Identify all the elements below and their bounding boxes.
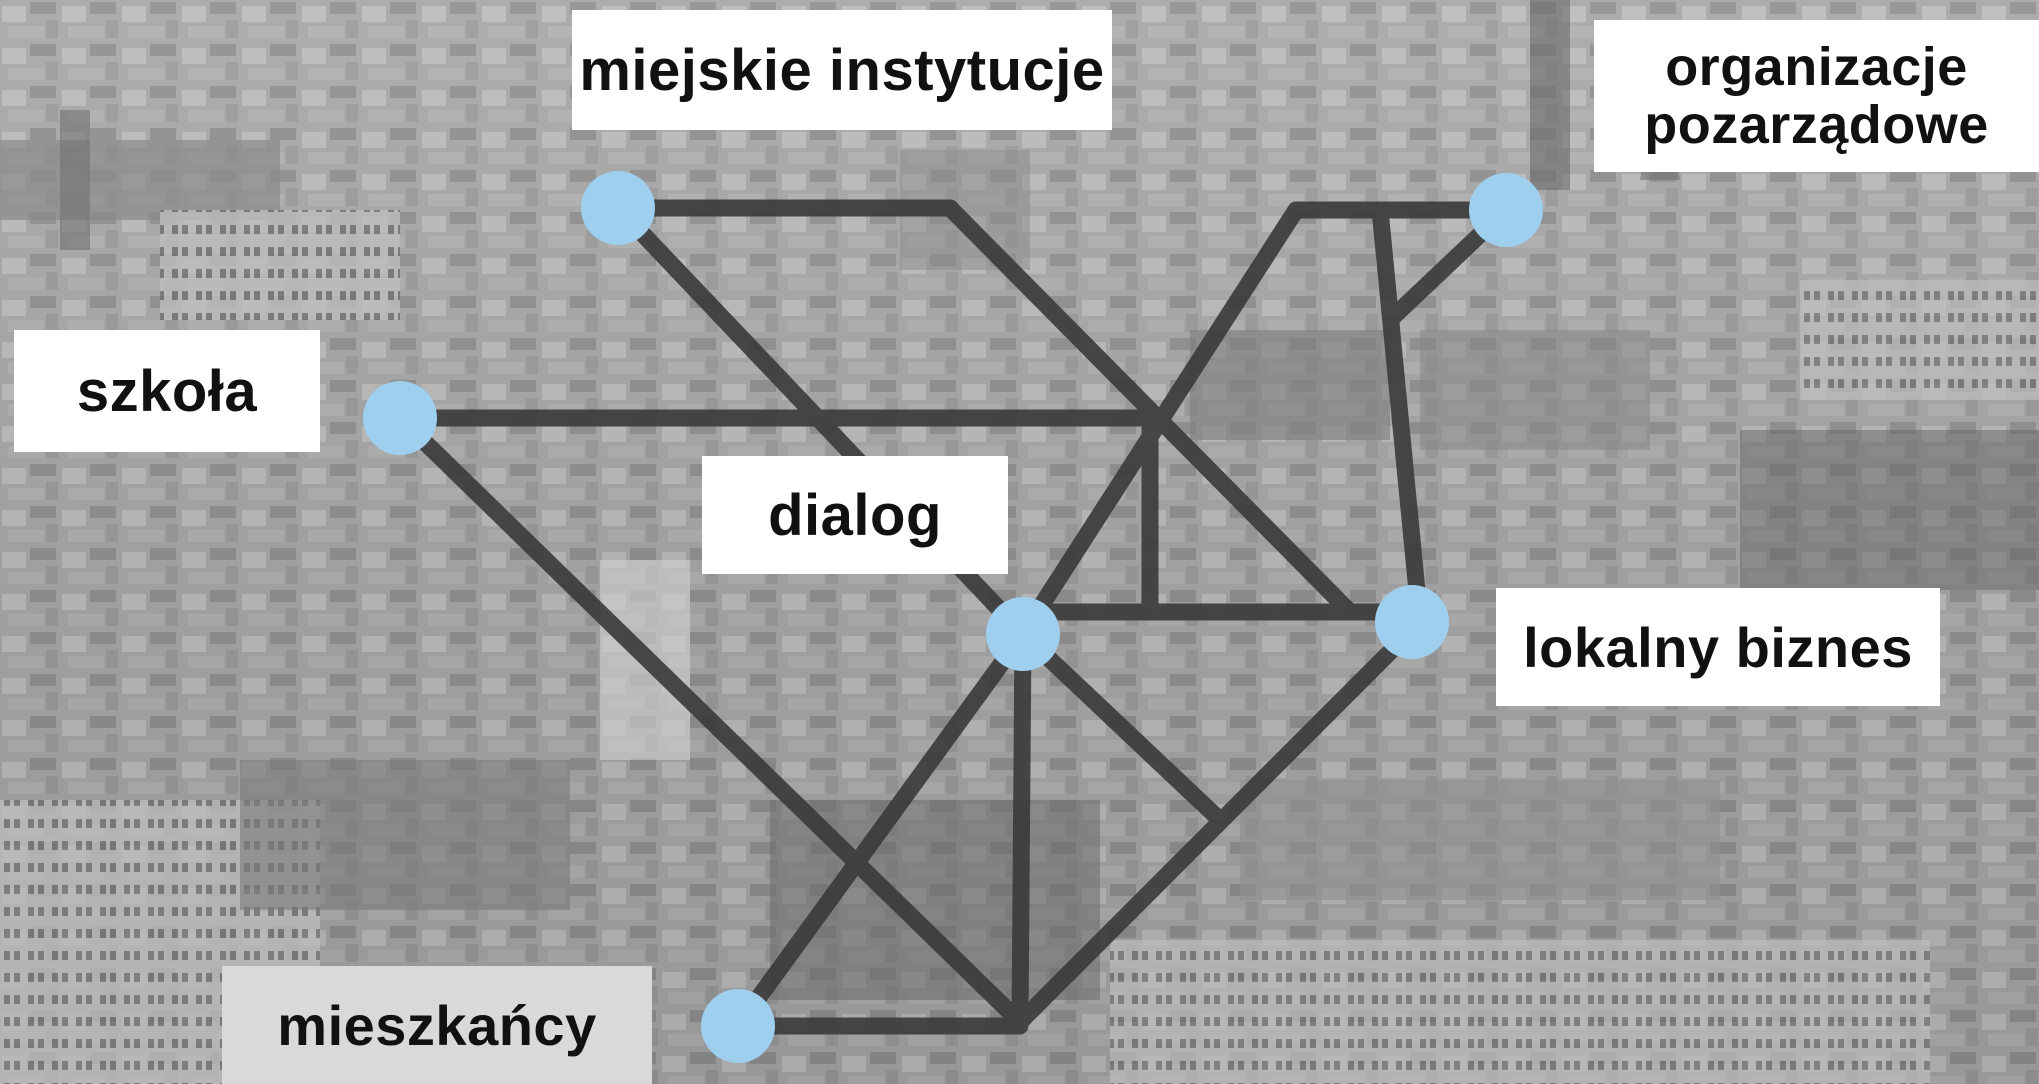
label-szkola: szkoła [14,330,320,452]
node-mieszkancy [701,989,775,1063]
node-szkola [363,381,437,455]
label-lokalny-biznes: lokalny biznes [1496,588,1940,706]
node-dialog [986,597,1060,671]
edge-dialog-to-junction [1014,625,1229,829]
edge-rail-to-lokalny [1371,201,1429,631]
label-miejskie-instytucje: miejskie instytucje [572,10,1112,130]
label-text-line2: pozarządowe [1644,95,1989,155]
label-text: szkoła [76,358,258,424]
edge-organizacje-to-dialog [1014,201,1305,643]
label-organizacje-pozarzadowe: organizacje pozarządowe [1594,20,2039,172]
node-organizacje-pozarzadowe [1469,173,1543,247]
label-text-line1: organizacje [1665,36,1968,97]
edge-dialog-vertical [1011,625,1032,1031]
label-dialog: dialog [702,456,1008,574]
label-mieszkancy: mieszkańcy [222,966,652,1084]
label-text: miejskie instytucje [579,37,1105,103]
node-miejskie-instytucje [581,171,655,245]
label-text: dialog [768,482,942,548]
label-text: mieszkańcy [277,993,597,1057]
node-lokalny-biznes [1375,585,1449,659]
edge-dialog-to-mieszkancy [729,625,1032,1035]
edge-szkola-to-bottom [391,409,1029,1031]
label-text: lokalny biznes [1523,615,1913,679]
